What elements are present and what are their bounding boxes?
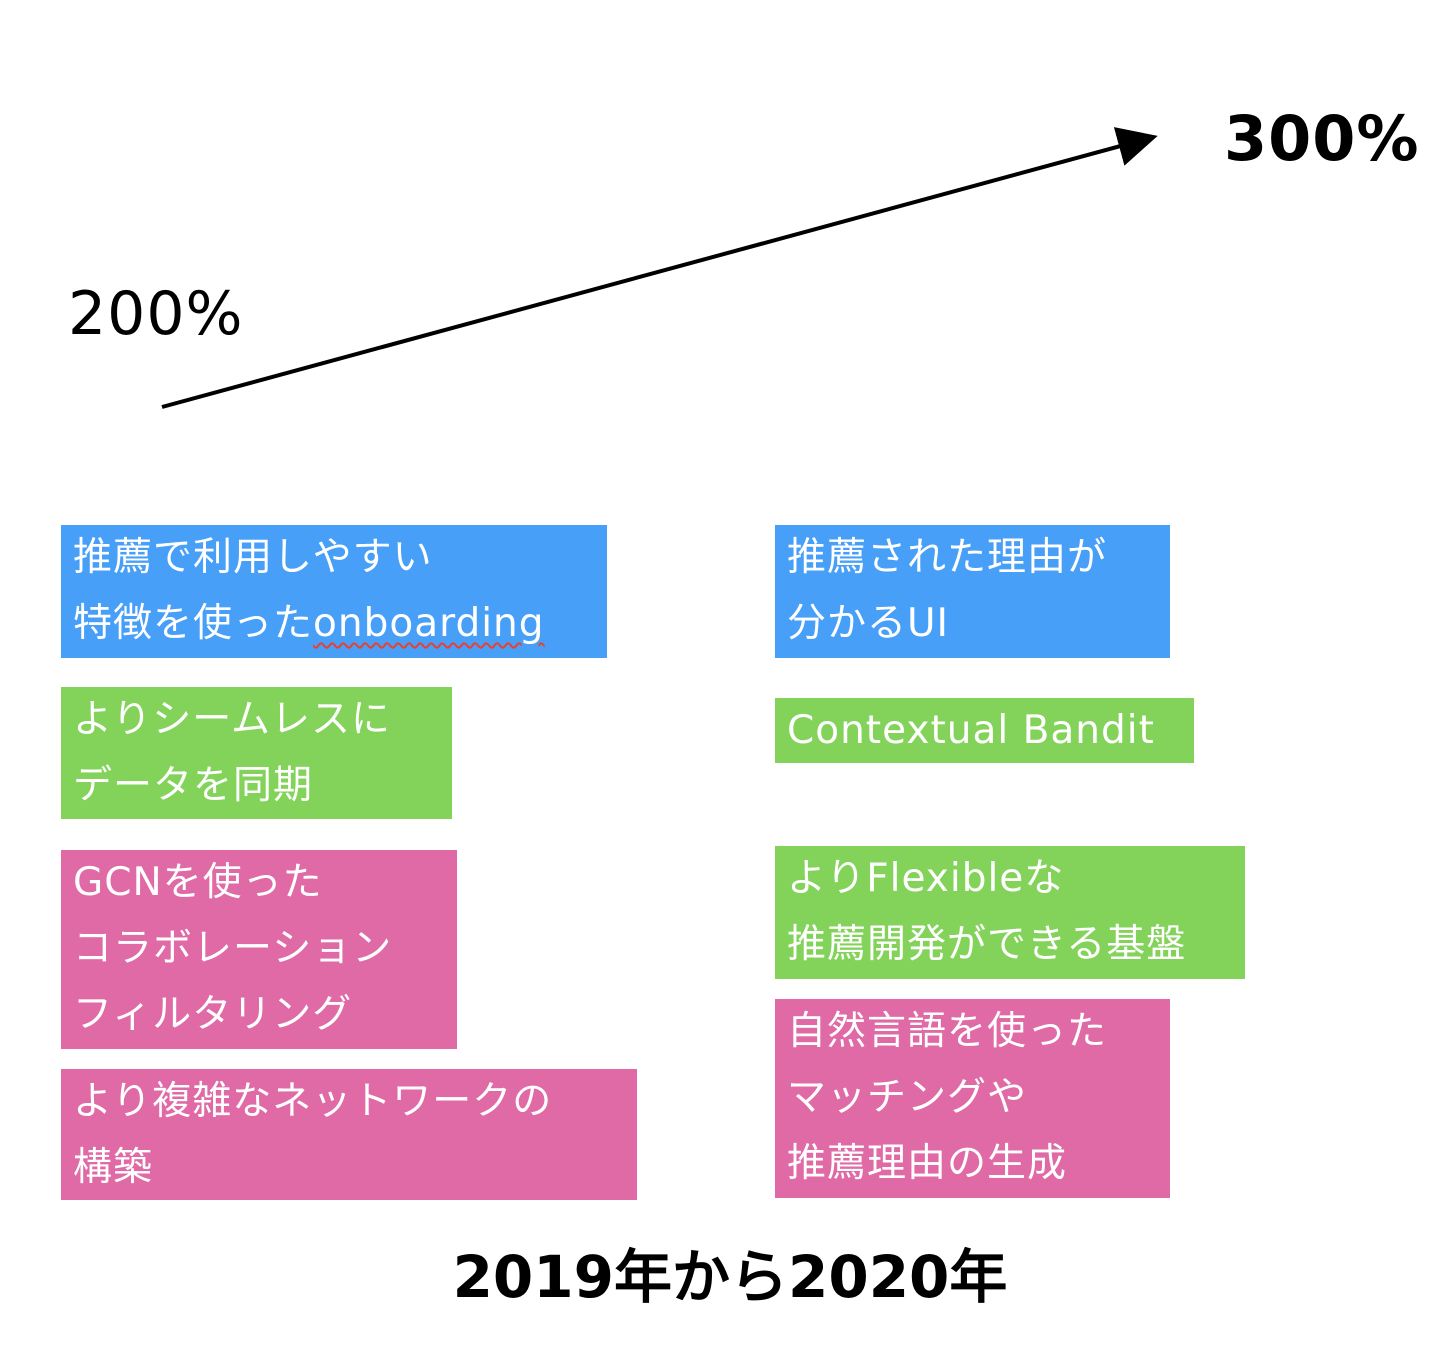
- right-box-nlp-matching: 自然言語を使った マッチングや 推薦理由の生成: [775, 999, 1170, 1198]
- right-box-contextual-bandit-line-1: Contextual Bandit: [787, 708, 1155, 753]
- right-box-nlp-matching-line-1: 自然言語を使った: [787, 1009, 1108, 1054]
- left-box-onboarding-line-2: 特徴を使ったonboarding: [73, 591, 595, 657]
- right-box-nlp-matching-line-3: 推薦理由の生成: [787, 1141, 1068, 1186]
- left-box-gcn-cf: GCNを使った コラボレーション フィルタリング: [61, 850, 457, 1049]
- slide-caption: 2019年から2020年: [452, 1243, 1008, 1311]
- left-box-gcn-cf-line-1: GCNを使った: [73, 860, 323, 905]
- left-box-gcn-cf-line-3: フィルタリング: [73, 992, 353, 1037]
- right-box-contextual-bandit: Contextual Bandit: [775, 698, 1194, 763]
- left-box-seamless-sync-line-2: データを同期: [73, 763, 314, 808]
- spellcheck-underlined-word: onboarding: [313, 601, 545, 646]
- right-box-flexible-platform: よりFlexibleな 推薦開発ができる基盤: [775, 846, 1245, 979]
- right-box-flexible-platform-line-1: よりFlexibleな: [787, 856, 1065, 901]
- growth-arrow-line: [161, 127, 1158, 409]
- left-box-complex-network-line-2: 構築: [73, 1145, 154, 1190]
- left-box-complex-network: より複雑なネットワークの 構築: [61, 1069, 637, 1200]
- left-box-complex-network-line-1: より複雑なネットワークの: [73, 1079, 553, 1124]
- right-box-nlp-matching-line-2: マッチングや: [787, 1075, 1028, 1120]
- right-box-reason-ui: 推薦された理由が 分かるUI: [775, 525, 1170, 658]
- left-box-onboarding-line-1: 推薦で利用しやすい: [73, 535, 433, 580]
- left-box-onboarding: 推薦で利用しやすい 特徴を使ったonboarding: [61, 525, 607, 658]
- right-box-reason-ui-line-1: 推薦された理由が: [787, 535, 1108, 580]
- left-box-seamless-sync: よりシームレスに データを同期: [61, 687, 452, 819]
- right-box-reason-ui-line-2: 分かるUI: [787, 601, 950, 646]
- right-box-flexible-platform-line-2: 推薦開発ができる基盤: [787, 922, 1187, 967]
- start-percentage-label: 200%: [68, 279, 244, 349]
- left-box-gcn-cf-line-2: コラボレーション: [73, 926, 393, 971]
- left-box-seamless-sync-line-1: よりシームレスに: [73, 697, 392, 742]
- end-percentage-label: 300%: [1224, 102, 1420, 175]
- left-box-onboarding-line-2-text: 特徴を使った: [73, 601, 314, 646]
